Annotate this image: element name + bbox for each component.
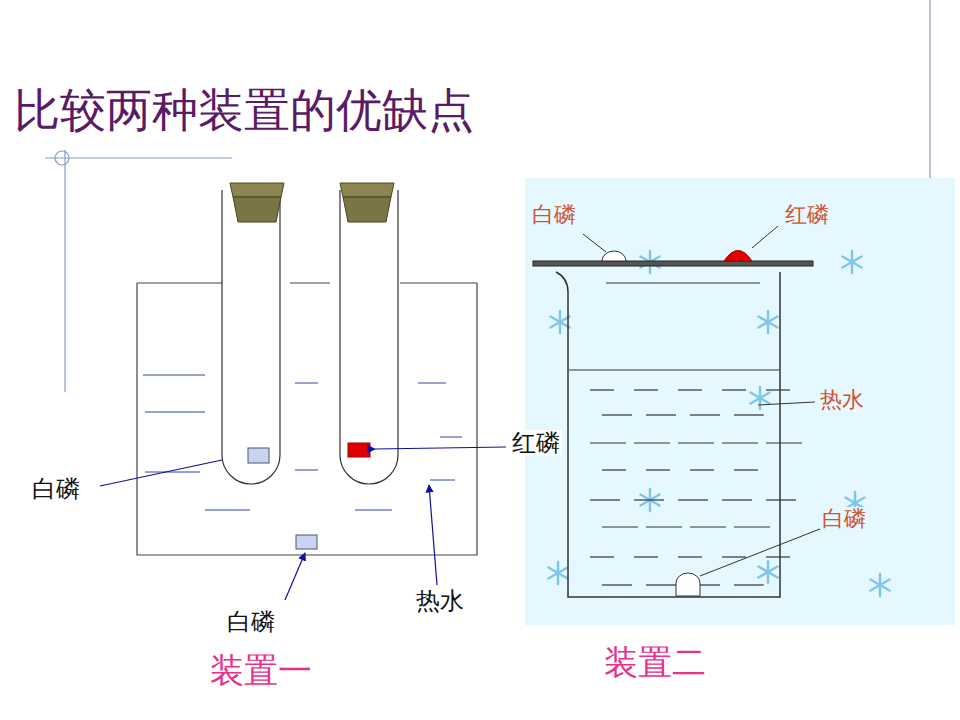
leader-line [583, 226, 825, 576]
water [734, 584, 764, 585]
white-phosphorus [602, 251, 626, 261]
water [722, 556, 746, 557]
water [634, 389, 658, 390]
water [590, 556, 614, 557]
slide-title: 比较两种装置的优缺点 [14, 86, 474, 137]
water [590, 499, 620, 500]
water [690, 414, 720, 415]
water [590, 442, 626, 443]
red-phosphorus [348, 443, 370, 457]
panel-ground [525, 178, 955, 625]
water [646, 414, 676, 415]
part-label: 热水 [414, 588, 466, 614]
water [734, 414, 764, 415]
white-phosphorus [676, 573, 700, 596]
water-surface [569, 370, 779, 371]
device-caption: 装置一 [208, 652, 314, 689]
copper-plate [533, 261, 813, 266]
snowflake [550, 317, 569, 328]
part-label: 白磷 [225, 609, 277, 635]
white-phosphorus [248, 448, 269, 463]
water [602, 469, 626, 470]
part-label: 红磷 [783, 203, 831, 227]
part-label: 白磷 [30, 476, 82, 502]
water [678, 556, 702, 557]
water [766, 442, 802, 443]
device-caption: 装置二 [602, 644, 708, 681]
water [678, 389, 702, 390]
water [646, 584, 676, 585]
water-bath [137, 283, 477, 555]
water [602, 584, 632, 585]
water [722, 389, 746, 390]
snowflake [758, 317, 777, 328]
leader-line [100, 447, 506, 600]
water [722, 442, 758, 443]
water [766, 389, 790, 390]
water [634, 442, 670, 443]
red-phosphorus [724, 251, 752, 262]
white-phosphorus [296, 535, 317, 549]
snowflake [548, 251, 889, 596]
snowflake [870, 580, 889, 591]
snowflake [758, 567, 777, 578]
water [690, 526, 726, 527]
part-label: 白磷 [820, 507, 868, 531]
water [766, 556, 790, 557]
water [734, 526, 770, 527]
beaker [556, 272, 780, 597]
water [590, 389, 614, 390]
water [678, 499, 708, 500]
snowflake [842, 257, 861, 268]
water [766, 499, 796, 500]
water [678, 442, 714, 443]
water [646, 469, 670, 470]
snowflake [750, 393, 769, 404]
stopper [230, 183, 394, 222]
test-tube [222, 190, 398, 484]
water [602, 526, 638, 527]
water [690, 469, 714, 470]
water [734, 469, 758, 470]
water [634, 499, 664, 500]
part-label: 白磷 [530, 203, 578, 227]
water [634, 556, 658, 557]
part-label: 红磷 [510, 430, 562, 456]
water [722, 499, 752, 500]
water [602, 414, 632, 415]
snowflake [548, 568, 567, 579]
water [646, 526, 682, 527]
water [590, 390, 802, 585]
part-label: 热水 [818, 388, 866, 412]
